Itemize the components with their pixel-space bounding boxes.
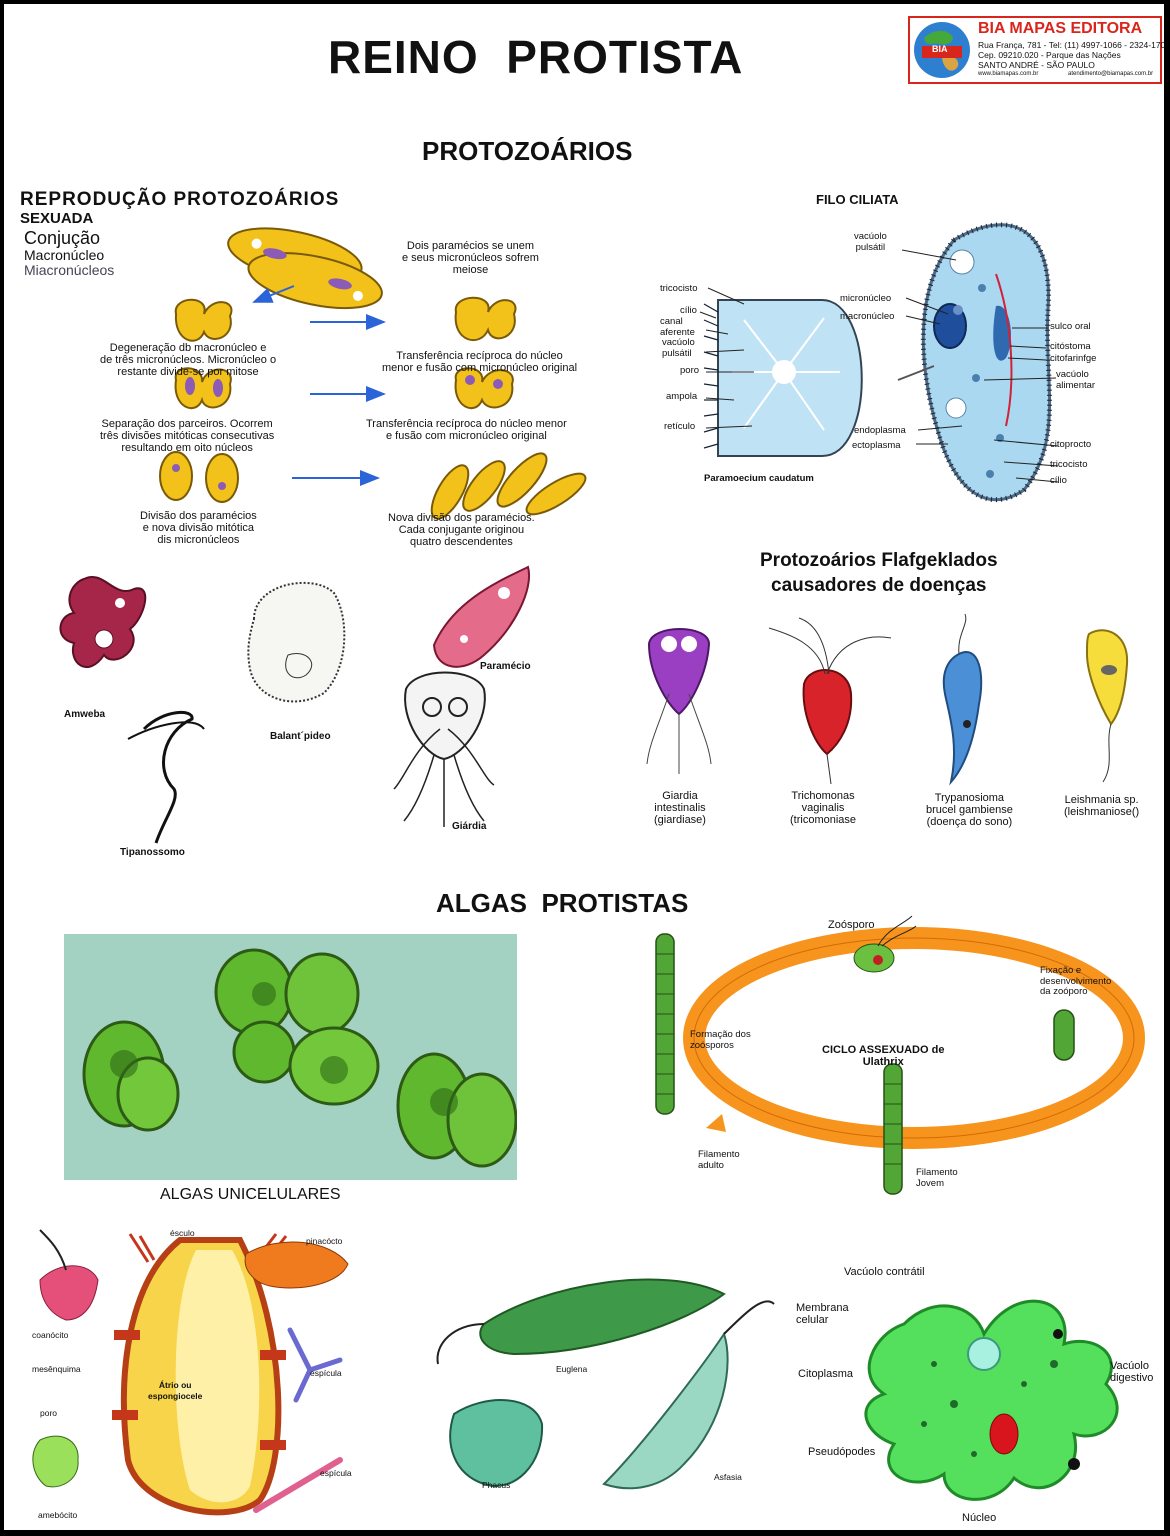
paramecium-diagram xyxy=(699,222,1059,503)
cycle-label-zoosporo: Zoósporo xyxy=(828,919,875,931)
publisher-address-1: Rua França, 781 - Tel: (11) 4997-1066 - … xyxy=(978,40,1164,50)
ciliata-label-cilio-right: cílio xyxy=(1050,475,1067,486)
flagellate-trypanosoma-label: Trypanosioma brucel gambiense (doença do… xyxy=(926,792,1013,828)
ciliata-label-cilio: cílio xyxy=(680,305,697,316)
amoeba-label-cytoplasm: Citoplasma xyxy=(798,1368,854,1380)
ciliata-label-vacuolo-left: vacúolo pulsátil xyxy=(662,337,695,359)
ciliata-label-micronucleo: micronúcleo xyxy=(840,293,892,304)
ciliata-label-citoprocto: citoprocto xyxy=(1050,439,1092,450)
algae-photo-caption: ALGAS UNICELULARES xyxy=(160,1186,341,1203)
ciliata-label-vacuolo-center: vacúolo pulsátil xyxy=(854,231,887,253)
ciliata-label-citostoma: citóstoma xyxy=(1050,341,1091,352)
publisher-address-3: SANTO ANDRÉ - SÃO PAULO xyxy=(978,60,1095,70)
ciliata-label-tricocisto: tricocisto xyxy=(660,283,698,294)
amoeba-label-contractile-vacuole: Vacúolo contrátil xyxy=(844,1266,925,1278)
step-6-text: Divisão dos paramécios e nova divisão mi… xyxy=(140,510,257,546)
algae-heading: ALGAS PROTISTAS xyxy=(436,888,689,918)
reproduction-title: REPRODUÇÃO PROTOZOÁRIOS xyxy=(20,189,340,210)
sponge-label-osculo: ésculo xyxy=(170,1228,195,1238)
organism-trypanosome-label: Tipanossomo xyxy=(120,847,185,858)
sponge-label-poro: poro xyxy=(40,1408,58,1418)
poster: REINO PROTISTA BIA BIA MAPAS EDITORA Rua… xyxy=(4,4,1164,1530)
protozoa-organisms xyxy=(59,565,531,844)
cycle-title: CICLO ASSEXUADO de Ulathrix xyxy=(822,1044,945,1068)
cycle-label-filamento-adulto: Filamento adulto xyxy=(698,1149,740,1171)
legend-macronucleus: Macronúcleo xyxy=(24,247,105,263)
amoeba-label-pseudopods: Pseudópodes xyxy=(808,1446,876,1458)
euglena-label: Euglena xyxy=(556,1364,588,1374)
sponge-diagram xyxy=(32,1229,349,1516)
sponge-label-atrio: Átrio ou espongiocele xyxy=(148,1380,203,1401)
ciliata-label-tricocisto-right: tricocisto xyxy=(1050,459,1088,470)
publisher-address-2: Cep. 09210.020 - Parque das Nações xyxy=(978,50,1121,60)
amoeba-label-nucleus: Núcleo xyxy=(962,1512,997,1524)
sponge-label-espicula-2: espícula xyxy=(320,1468,352,1478)
cycle-label-fixacao: Fixação e desenvolvimento da zoóporo xyxy=(1040,965,1112,997)
protozoa-heading: PROTOZOÁRIOS xyxy=(422,136,633,166)
amoeba-label-digestive-vacuole: Vacúolo digestivo xyxy=(1110,1360,1154,1384)
ciliata-label-reticulo: retículo xyxy=(664,421,696,432)
amoeba-diagram xyxy=(864,1299,1119,1501)
step-5-text: Transferência recíproca do núcleo menor … xyxy=(366,418,567,442)
ciliata-label-ectoplasma: ectoplasma xyxy=(852,440,901,451)
flagellate-leishmania-label: Leishmania sp. (leishmaniose() xyxy=(1064,794,1140,818)
step-2-text: Degeneração db macronúcleo e de três mic… xyxy=(100,342,277,378)
publisher-website[interactable]: www.biamapas.com.br xyxy=(978,71,1039,77)
ciliata-label-poro: poro xyxy=(680,365,700,376)
ciliata-label-canal: canal aferente xyxy=(660,316,695,338)
publisher-email[interactable]: atendimento@biamapas.com.br xyxy=(1068,71,1154,77)
flagellates-title: Protozoários Flafgeklados causadores de … xyxy=(760,550,998,596)
amoeba-label-membrane: Membrana celular xyxy=(796,1302,849,1326)
organism-paramecium-label: Paramécio xyxy=(480,661,531,672)
step-7-text: Nova divisão dos paramécios. Cada conjug… xyxy=(388,512,535,548)
logo-text: BIA xyxy=(932,44,948,54)
sponge-label-pinacocito: pinacócto xyxy=(306,1236,343,1246)
legend-micronuclei: Miacronúcleos xyxy=(24,262,115,278)
ciliata-title: FILO CILIATA xyxy=(816,192,899,207)
flagellate-giardia-label: Giardia intestinalis (giardiase) xyxy=(654,790,706,826)
reproduction-type: SEXUADA xyxy=(20,210,94,227)
ciliata-label-endoplasma: endoplasma xyxy=(854,425,906,436)
sponge-label-amebocito: amebócito xyxy=(38,1510,78,1520)
ciliata-label-sulco-oral: sulco oral xyxy=(1050,321,1091,332)
step-3-text: Transferência recíproca do núcleo menor … xyxy=(382,350,578,374)
sponge-label-coanocito: coanócito xyxy=(32,1330,69,1340)
conjugation-diagram xyxy=(159,227,587,520)
step-4-text: Separação dos parceiros. Ocorrem três di… xyxy=(100,418,275,454)
page-title: REINO PROTISTA xyxy=(328,31,744,83)
step-1-text: Dois paramécios se unem e seus micronúcl… xyxy=(402,240,539,276)
ciliata-label-macronucleo: macronúcleo xyxy=(840,311,895,322)
algae-photo xyxy=(64,934,517,1180)
globe-logo-icon xyxy=(914,22,970,78)
organism-giardia-label: Giárdia xyxy=(452,821,487,832)
cycle-label-formacao: Formação dos zoósporos xyxy=(690,1029,751,1051)
cycle-label-filamento-jovem: Filamento Jovem xyxy=(916,1167,958,1189)
ciliata-label-vacuolo-alimentar: vacúolo alimentar xyxy=(1056,369,1096,391)
organism-balantidium-label: Balant´pideo xyxy=(270,731,331,742)
sponge-label-espicula-1: espícula xyxy=(310,1368,342,1378)
flagellate-trichomonas-label: Trichomonas vaginalis (tricomoniase xyxy=(790,790,857,826)
ciliata-caption: Paramoecium caudatum xyxy=(704,473,814,484)
flagellates-drawings xyxy=(646,613,1129,786)
euglenoids-drawings xyxy=(436,1278,775,1490)
organism-amoeba-label: Amweba xyxy=(64,709,106,720)
legend-conjugation: Conjução xyxy=(24,228,101,248)
ulothrix-cycle-diagram xyxy=(655,915,1145,1195)
publisher-box: BIA BIA MAPAS EDITORA Rua França, 781 - … xyxy=(908,16,1164,84)
sponge-label-mesenquima: mesênquima xyxy=(32,1364,81,1374)
phacus-label: Phacus xyxy=(482,1480,511,1490)
asfasia-label: Asfasia xyxy=(714,1472,742,1482)
ciliata-label-ampola: ampola xyxy=(666,391,698,402)
ciliata-label-citofaringe: citofarinfge xyxy=(1050,353,1097,364)
publisher-name: BIA MAPAS EDITORA xyxy=(978,20,1143,37)
